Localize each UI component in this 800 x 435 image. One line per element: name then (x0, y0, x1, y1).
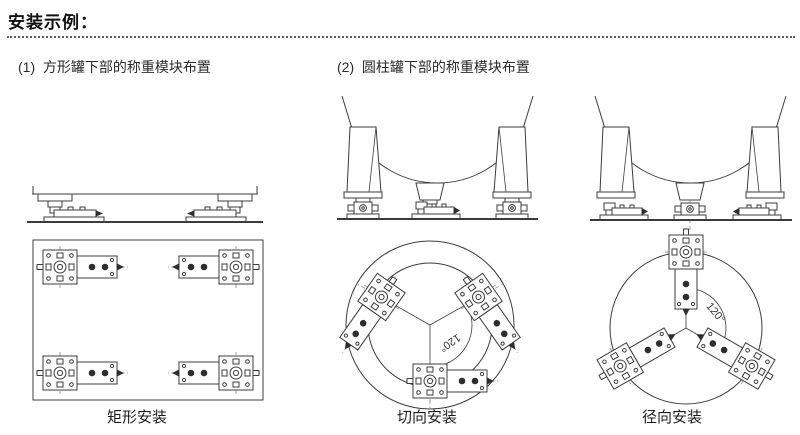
page-title: 安装示例： (8, 13, 98, 32)
cylindrical-tank-side-view (337, 95, 538, 220)
cylindrical-tank-side-view (590, 95, 792, 230)
weighing-module-side (185, 193, 253, 223)
section-heading-square-tank: (1) 方形罐下部的称重模块布置 (18, 59, 211, 75)
diagram-canvas: 120° 120° (27, 95, 792, 410)
weighing-module-side (37, 193, 105, 223)
tangential-angle-label: 120° (437, 331, 463, 354)
weighing-module (35, 245, 129, 289)
weighing-module (167, 351, 261, 395)
caption-radial-installation: 径向安装 (641, 409, 702, 426)
square-tank-side-view (27, 186, 263, 223)
weighing-module-side (411, 201, 461, 220)
caption-rectangular-installation: 矩形安装 (106, 409, 167, 426)
radial-installation-diagram: 120° (588, 95, 792, 405)
weighing-module (405, 359, 499, 403)
caption-tangential-installation: 切向安装 (396, 409, 457, 426)
radial-top-view: 120° (588, 227, 784, 405)
weighing-module (588, 313, 691, 397)
weighing-module (447, 264, 536, 366)
radial-angle-label: 120° (703, 300, 727, 325)
rectangular-installation-diagram (27, 186, 264, 401)
tangential-installation-diagram: 120° (324, 95, 538, 410)
weighing-module (167, 245, 261, 289)
weighing-module (681, 313, 784, 397)
weighing-module-end (673, 202, 707, 221)
square-tank-top-view (32, 239, 264, 401)
weighing-module (324, 264, 413, 366)
weighing-module (35, 351, 129, 395)
section-heading-cylindrical-tank: (2) 圆柱罐下部的称重模块布置 (337, 59, 530, 75)
dotted-divider (7, 36, 795, 38)
weighing-module (664, 227, 708, 321)
tangential-top-view: 120° (324, 240, 536, 410)
